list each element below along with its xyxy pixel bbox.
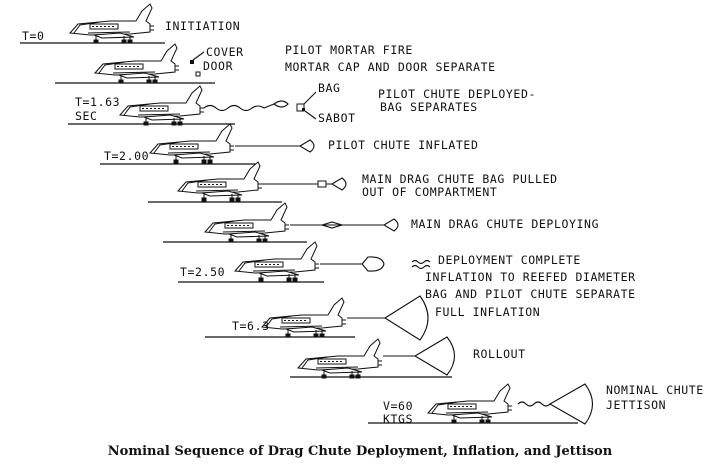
shuttle-icon	[94, 43, 180, 84]
time-label: T=1.63	[75, 95, 120, 109]
pilot-chute-icon	[273, 100, 289, 108]
step-label: INITIATION	[165, 19, 240, 33]
shuttle-icon	[69, 3, 155, 44]
step-label: NOMINAL CHUTE	[606, 383, 704, 397]
riser-line	[203, 103, 275, 112]
step-label: PILOT CHUTE INFLATED	[328, 138, 478, 152]
step-label: JETTISON	[606, 398, 666, 412]
step-full-inflation: T=6.3 FULL INFLATION	[205, 295, 540, 341]
shuttle-icon	[234, 241, 320, 282]
step-label: ROLLOUT	[473, 347, 526, 361]
door-fragment-icon	[195, 71, 201, 77]
reefed-main-chute-icon	[361, 256, 385, 272]
shuttle-icon	[297, 338, 383, 379]
step-label: MAIN DRAG CHUTE DEPLOYING	[411, 217, 599, 231]
pilot-chute-icon	[298, 139, 315, 153]
time-label: T=0	[22, 29, 45, 43]
chute-bag-icon	[317, 180, 327, 188]
separated-pilot-chute-icon	[411, 264, 431, 270]
jettisoned-chute-icon	[548, 383, 594, 425]
step-label: BAG SEPARATES	[380, 100, 478, 114]
main-chute-streaming-icon	[320, 221, 344, 229]
shuttle-icon	[427, 383, 513, 424]
shuttle-icon	[119, 85, 205, 126]
figure-caption: Nominal Sequence of Drag Chute Deploymen…	[108, 444, 613, 459]
callout-leader	[303, 91, 317, 105]
step-jettison: V=60 KTGS NOMINAL CHUTE JETTISON	[368, 383, 704, 426]
step-label: MORTAR CAP AND DOOR SEPARATE	[285, 60, 496, 74]
shuttle-icon	[204, 202, 290, 243]
main-chute-full-icon	[413, 336, 456, 376]
time-label: T=2.00	[104, 149, 149, 163]
time-label: V=60	[383, 399, 413, 413]
step-bag-pulled: MAIN DRAG CHUTE BAG PULLED OUT OF COMPAR…	[148, 161, 558, 203]
step-label: PILOT CHUTE DEPLOYED-	[378, 87, 536, 101]
step-label: PILOT MORTAR FIRE	[285, 43, 413, 57]
step-label: DEPLOYMENT COMPLETE	[438, 253, 581, 267]
callout-leader	[304, 110, 317, 120]
pilot-chute-icon	[382, 218, 399, 232]
bag-icon	[296, 103, 305, 112]
step-deploy-complete: T=2.50 DEPLOYMENT COMPLETE INFLATION TO …	[178, 241, 636, 301]
step-pilot-inflated: T=2.00 PILOT CHUTE INFLATED	[100, 123, 478, 165]
time-label: T=6.3	[232, 319, 270, 333]
callout-door: DOOR	[203, 59, 233, 73]
step-rollout: ROLLOUT	[290, 336, 526, 379]
pilot-chute-icon	[330, 177, 347, 191]
step-mortar: COVER DOOR PILOT MORTAR FIRE MORTAR CAP …	[55, 43, 496, 84]
callout-bag: BAG	[318, 81, 341, 95]
step-label: BAG AND PILOT CHUTE SEPARATE	[425, 287, 636, 301]
time-label: SEC	[75, 109, 98, 123]
callout-leader	[192, 51, 205, 61]
step-label: MAIN DRAG CHUTE BAG PULLED	[362, 172, 558, 186]
time-label: KTGS	[383, 412, 413, 426]
sabot-icon	[302, 108, 305, 111]
step-label: OUT OF COMPARTMENT	[362, 185, 497, 199]
step-pilot-deploy: BAG SABOT T=1.63 SEC PILOT CHUTE DEPLOYE…	[68, 81, 536, 126]
step-main-deploying: MAIN DRAG CHUTE DEPLOYING	[163, 202, 599, 243]
step-initiation: T=0 INITIATION	[20, 3, 240, 44]
shuttle-icon	[261, 297, 347, 338]
callout-cover: COVER	[206, 45, 244, 59]
time-label: T=2.50	[180, 265, 225, 279]
step-label: INFLATION TO REEFED DIAMETER	[425, 270, 636, 284]
shuttle-icon	[149, 123, 235, 164]
main-chute-full-icon	[383, 295, 429, 341]
callout-sabot: SABOT	[318, 111, 356, 125]
shuttle-icon	[177, 161, 263, 202]
jettisoned-riser-icon	[517, 401, 551, 407]
cover-fragment-icon	[190, 60, 194, 64]
separated-bag-icon	[411, 259, 431, 265]
step-label: FULL INFLATION	[435, 305, 540, 319]
